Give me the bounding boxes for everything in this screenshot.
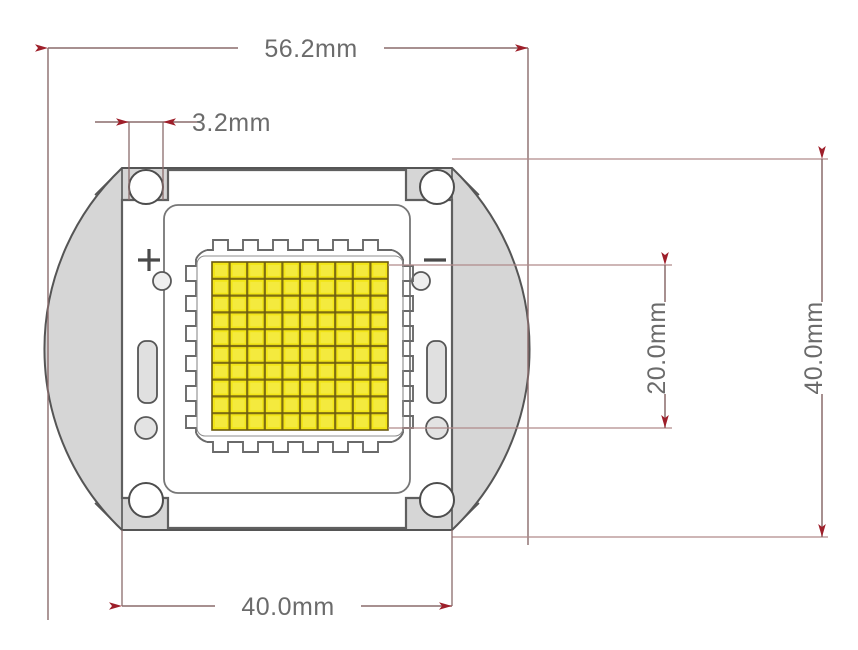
dimension-label-body-width: 40.0mm bbox=[241, 593, 334, 621]
solder-slot-left bbox=[137, 340, 158, 404]
dimension-hole-diameter: 3.2mm bbox=[95, 109, 271, 200]
via-top-left bbox=[152, 271, 172, 291]
dimension-body-width: 40.0mm bbox=[109, 530, 453, 621]
mounting-hole-bottom-left bbox=[128, 482, 164, 518]
mounting-holes bbox=[128, 169, 455, 518]
plus-marker bbox=[138, 249, 160, 271]
mounting-hole-top-left bbox=[128, 169, 164, 205]
dimension-label-overall-height: 40.0mm bbox=[800, 301, 828, 394]
dimension-label-emitter-height: 20.0mm bbox=[643, 301, 671, 394]
led-grid-lines-horizontal bbox=[212, 277, 388, 415]
dimension-overall-height: 40.0mm bbox=[452, 146, 837, 538]
inner-trace-ring bbox=[196, 255, 404, 437]
led-chip-grid bbox=[212, 262, 388, 430]
mounting-hole-bottom-right bbox=[419, 482, 455, 518]
solder-pad-slots bbox=[137, 340, 447, 404]
mounting-hole-top-right bbox=[419, 169, 455, 205]
dimension-label-overall-width: 56.2mm bbox=[264, 35, 357, 63]
dimension-label-hole-diameter: 3.2mm bbox=[192, 109, 271, 137]
via-top-right bbox=[411, 271, 431, 291]
led-chip-highlights bbox=[215, 265, 386, 428]
solder-slot-right bbox=[426, 340, 447, 404]
led-emitter-array bbox=[211, 261, 389, 431]
via-bottom-left bbox=[134, 416, 158, 440]
dimension-overall-width: 56.2mm bbox=[35, 33, 529, 620]
polarity-markers bbox=[138, 249, 446, 271]
dimension-emitter-height: 20.0mm bbox=[388, 252, 680, 429]
